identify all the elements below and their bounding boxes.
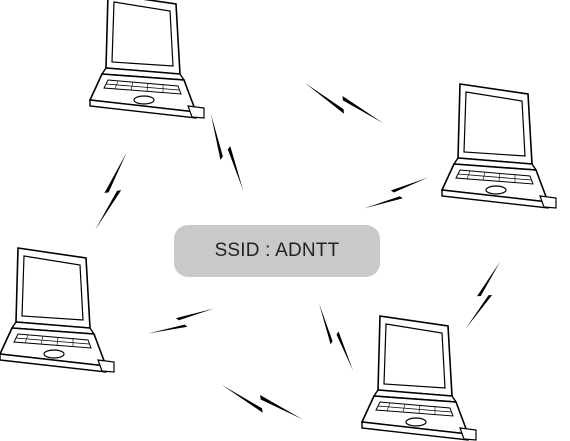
wireless-signal-icon — [299, 81, 387, 129]
wireless-signal-icon — [93, 149, 132, 233]
wireless-signal-icon — [309, 303, 360, 374]
laptop-icon — [0, 248, 114, 372]
ssid-label: SSID : ADNTT — [174, 225, 380, 277]
wireless-signal-icon — [199, 112, 252, 193]
wireless-signal-icon — [217, 383, 306, 425]
laptop-icon — [90, 0, 204, 118]
laptop-icon — [362, 316, 476, 440]
laptop-icon — [442, 84, 556, 208]
wireless-signal-icon — [147, 301, 216, 343]
wireless-signal-icon — [464, 258, 505, 332]
wireless-signal-icon — [363, 171, 430, 218]
